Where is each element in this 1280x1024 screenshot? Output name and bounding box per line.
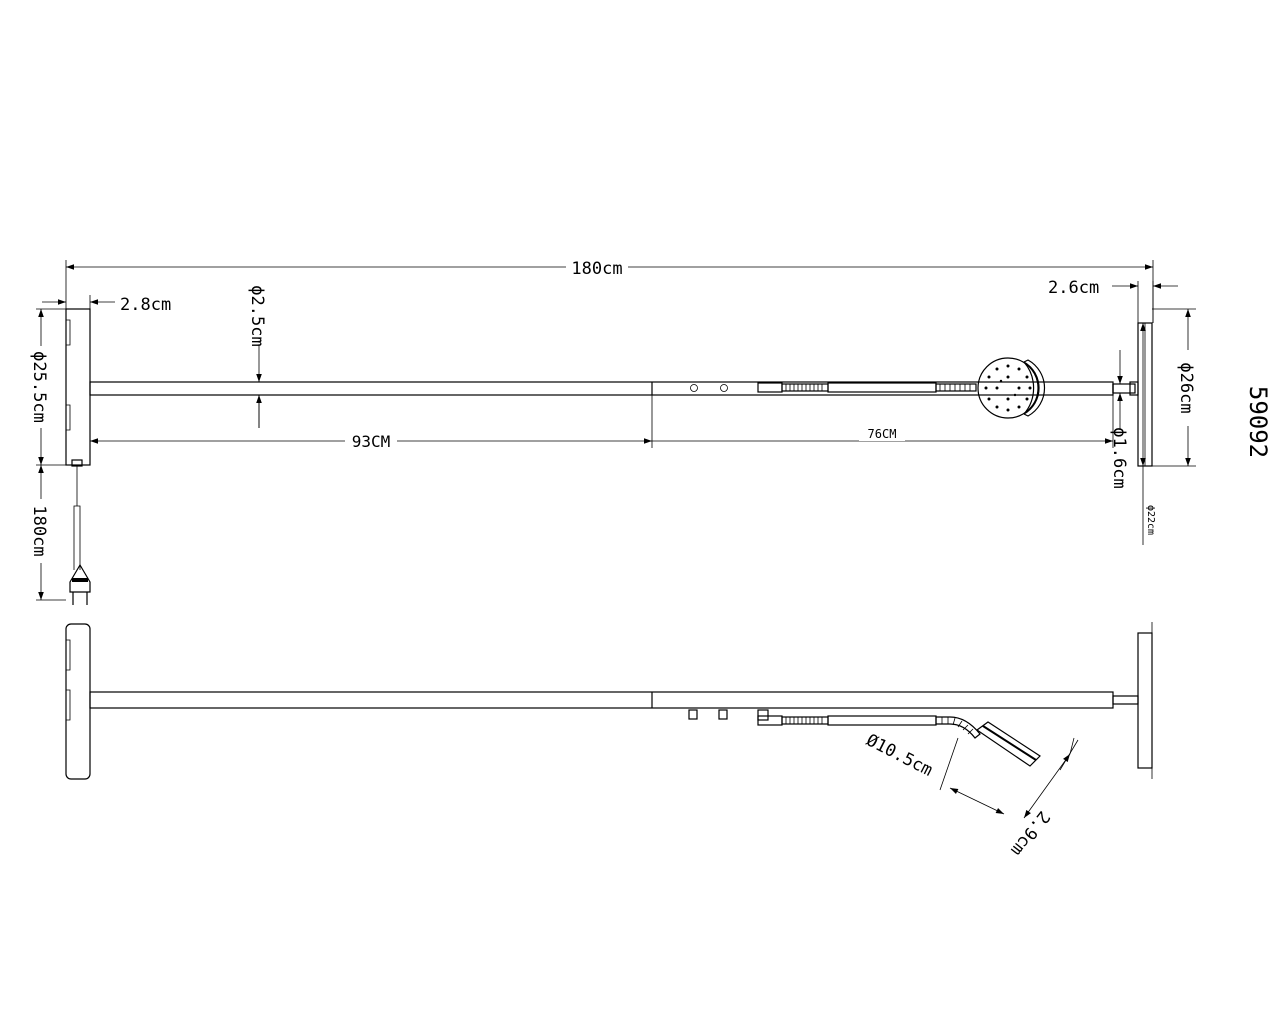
led-dots [984,364,1032,412]
ceiling-plate-top-view [1137,322,1153,467]
cable-length-label: 180cm [29,505,49,556]
total-length-label: 180cm [571,259,622,279]
floor-base-side-view [65,623,91,780]
dimension-lines [36,260,1196,819]
plug-icon [69,563,91,605]
pin-diameter-label: ϕ1.6cm [1109,427,1129,488]
dimension-labels: 180cm 2.8cm ϕ25.5cm 180cm ϕ2.5cm 93CM 76… [29,258,1272,859]
gooseneck-arm-side-view [757,709,981,739]
top-plate-diameter-label: ϕ26cm [1176,362,1196,413]
base-diameter-label: ϕ25.5cm [29,351,49,423]
top-plate-thickness-label: 2.6cm [1048,278,1099,298]
head-diameter-label: Ø10.5cm [863,730,936,780]
lamp-head-top-view [977,357,1046,419]
lamp-head-side-view [975,721,1041,767]
side-view [65,622,1153,780]
pole-top-view [89,381,1139,396]
lower-section-label: 93CM [352,432,391,451]
upper-section-label: 76CM [868,427,897,441]
ceiling-plate-side-view [1137,622,1153,779]
ceiling-disc-diameter-label: ϕ22cm [1145,505,1156,535]
floor-base-top-view [65,308,91,467]
head-height-label: 2.9cm [1006,807,1053,860]
top-view [65,308,1153,605]
base-thickness-label: 2.8cm [120,295,171,315]
model-number-label: 59092 [1244,386,1272,458]
gooseneck-arm-top-view [757,382,977,393]
pole-side-view [89,691,1139,720]
power-cable [73,466,81,570]
pole-diameter-label: ϕ2.5cm [247,285,267,346]
